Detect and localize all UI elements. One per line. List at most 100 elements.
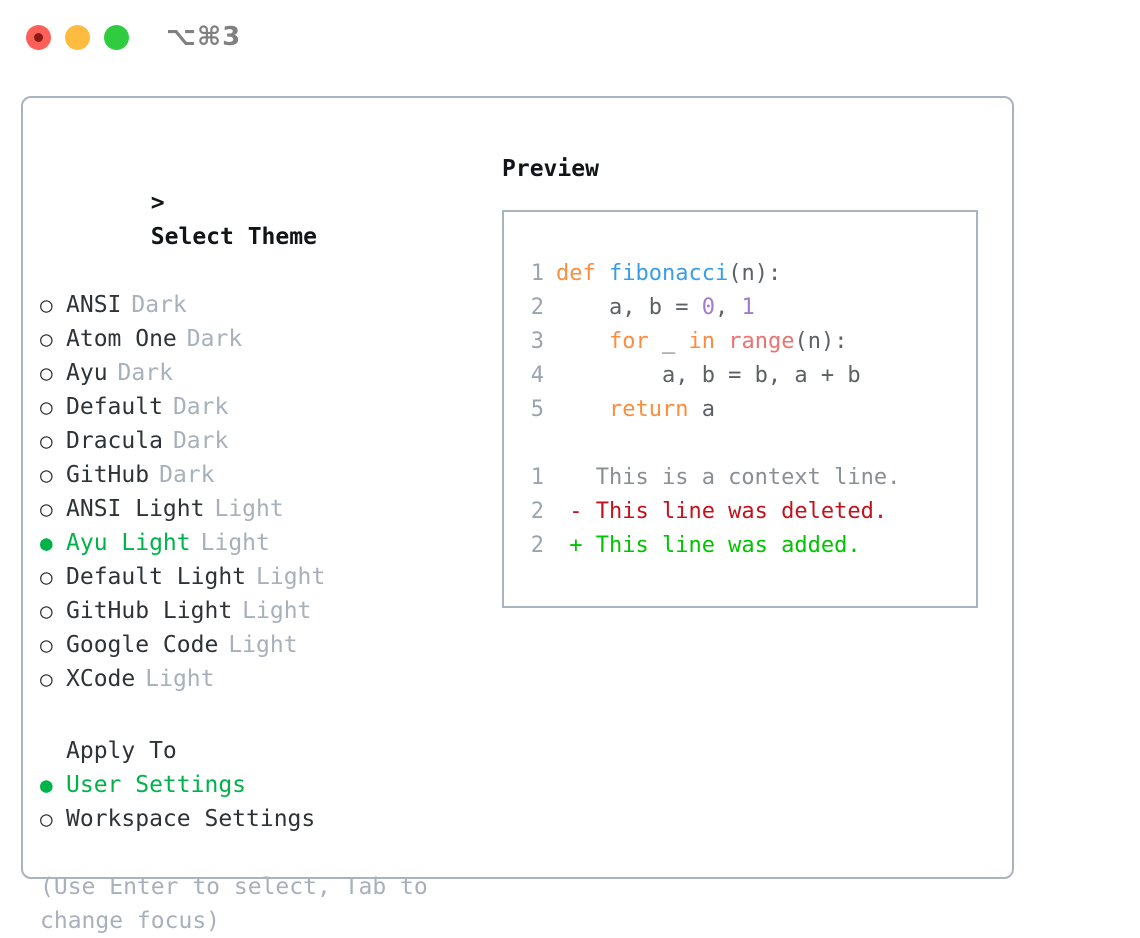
radio-unselected-icon: ○ (40, 463, 53, 487)
code-token: in (688, 329, 715, 354)
code-token: def (556, 261, 609, 286)
diff-line-text: + This line was added. (556, 533, 861, 558)
theme-option-label: Dracula (66, 428, 163, 454)
line-number: 1 (530, 465, 544, 490)
apply-to-option-label: Workspace Settings (66, 806, 316, 832)
radio-unselected-icon: ○ (40, 293, 53, 317)
radio-unselected-icon: ○ (40, 599, 53, 623)
theme-option-variant: Light (242, 598, 312, 624)
code-token: fibonacci (608, 261, 729, 286)
theme-option-google-code[interactable]: ○ Google Code Light (40, 628, 485, 662)
diff-sample: 1 This is a context line.2 - This line w… (520, 461, 968, 563)
theme-option-default[interactable]: ○ Default Dark (40, 390, 485, 424)
diff-line: 2 + This line was added. (520, 529, 968, 563)
diff-line: 1 This is a context line. (520, 461, 968, 495)
theme-option-variant: Dark (172, 394, 229, 420)
radio-unselected-icon: ○ (40, 497, 53, 521)
section-spacer (40, 696, 485, 734)
radio-unselected-icon: ○ (40, 667, 53, 691)
code-line: 2 a, b = 0, 1 (520, 291, 968, 325)
theme-option-variant: Dark (131, 292, 187, 318)
radio-selected-icon: ● (40, 773, 53, 797)
code-token: return (608, 397, 689, 422)
title-bar: ⌥⌘3 (0, 0, 1140, 78)
radio-unselected-icon: ○ (40, 565, 53, 589)
theme-option-ansi-light[interactable]: ○ ANSI Light Light (40, 492, 485, 526)
line-number: 3 (530, 329, 544, 354)
line-number: 2 (530, 499, 544, 524)
code-token: for (608, 329, 649, 354)
window-controls (26, 25, 129, 50)
code-line: 3 for _ in range(n): (520, 325, 968, 359)
apply-to-option-workspace-settings[interactable]: ○ Workspace Settings (40, 802, 485, 836)
apply-to-option-label: User Settings (66, 772, 247, 798)
code-token: (n): (794, 329, 848, 354)
radio-unselected-icon: ○ (40, 429, 53, 453)
radio-unselected-icon: ○ (40, 633, 53, 657)
radio-selected-icon: ● (40, 531, 53, 555)
theme-option-label: Atom One (66, 326, 177, 352)
code-token: a, b = b, a + b (556, 363, 861, 388)
theme-option-variant: Light (256, 564, 326, 590)
select-theme-heading-label: Select Theme (150, 224, 317, 250)
keyboard-hint-text: (Use Enter to select, Tab to change focu… (40, 874, 442, 934)
code-token (556, 329, 609, 354)
code-line: 4 a, b = b, a + b (520, 359, 968, 393)
code-token: 0 (701, 295, 715, 320)
theme-option-github-light[interactable]: ○ GitHub Light Light (40, 594, 485, 628)
apply-to-option-user-settings[interactable]: ● User Settings (40, 768, 485, 802)
line-number: 5 (530, 397, 544, 422)
apply-to-list: ● User Settings ○ Workspace Settings (40, 768, 485, 836)
code-token: a (688, 397, 715, 422)
radio-unselected-icon: ○ (40, 807, 53, 831)
keyboard-shortcut-label: ⌥⌘3 (166, 22, 242, 52)
code-token: range (728, 329, 795, 354)
line-number: 1 (530, 261, 544, 286)
radio-unselected-icon: ○ (40, 395, 53, 419)
theme-option-variant: Dark (117, 360, 173, 386)
radio-unselected-icon: ○ (40, 361, 53, 385)
radio-unselected-icon: ○ (40, 327, 53, 351)
select-theme-heading: > Select Theme (40, 152, 485, 288)
theme-option-variant: Light (228, 632, 298, 658)
code-token: a, b = (556, 295, 702, 320)
focus-caret-icon: > (150, 190, 165, 216)
theme-option-label: Default (66, 394, 163, 420)
code-diff-spacer (520, 427, 968, 461)
theme-option-default-light[interactable]: ○ Default Light Light (40, 560, 485, 594)
minimize-button[interactable] (65, 25, 90, 50)
theme-option-label: XCode (66, 666, 136, 692)
zoom-button[interactable] (104, 25, 129, 50)
theme-option-label: ANSI Light (66, 496, 205, 522)
theme-option-label: Default Light (66, 564, 247, 590)
code-token (556, 397, 609, 422)
code-token: (n): (728, 261, 782, 286)
theme-option-variant: Light (200, 530, 270, 556)
line-number: 4 (530, 363, 544, 388)
theme-option-atom-one[interactable]: ○ Atom One Dark (40, 322, 485, 356)
theme-option-variant: Light (214, 496, 284, 522)
theme-option-variant: Dark (159, 462, 215, 488)
diff-line: 2 - This line was deleted. (520, 495, 968, 529)
theme-option-variant: Dark (186, 326, 243, 352)
code-token (715, 329, 728, 354)
theme-option-label: Google Code (66, 632, 219, 658)
close-button[interactable] (26, 25, 51, 50)
line-number: 2 (530, 533, 544, 558)
theme-option-label: GitHub Light (66, 598, 233, 624)
code-line: 5 return a (520, 393, 968, 427)
